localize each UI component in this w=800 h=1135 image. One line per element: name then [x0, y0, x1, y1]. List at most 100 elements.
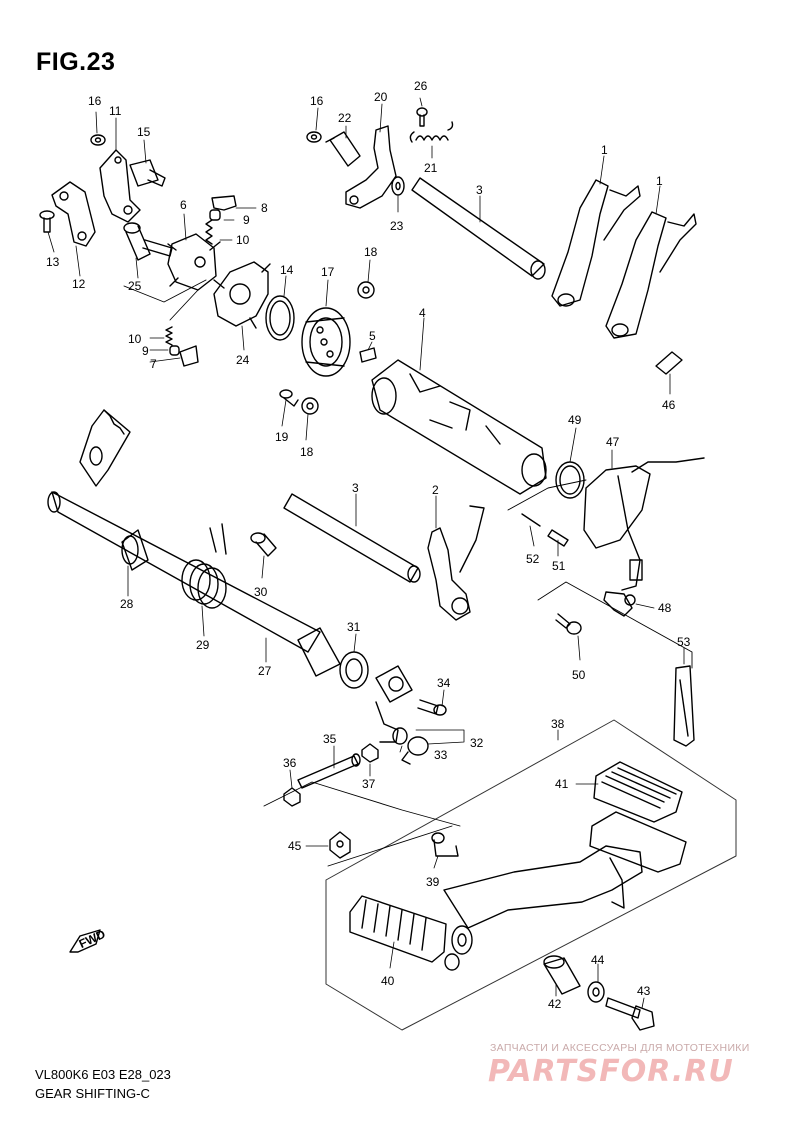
callout-2: 2 — [432, 483, 439, 497]
washer-18 — [357, 281, 375, 299]
callout-15: 15 — [137, 125, 151, 139]
gearshift-shaft-27 — [47, 491, 341, 677]
bolt-50 — [555, 613, 582, 635]
washer-16 — [90, 134, 106, 146]
bolt-34 — [417, 699, 447, 716]
callout-21: 21 — [424, 161, 438, 175]
callout-18a: 18 — [364, 245, 378, 259]
washer-44 — [587, 981, 605, 1003]
callout-51: 51 — [552, 559, 566, 573]
shift-cam-24 — [213, 261, 271, 329]
bolt-30 — [250, 532, 277, 557]
nut-36 — [283, 787, 301, 807]
callout-9b: 9 — [142, 344, 149, 358]
callout-30: 30 — [254, 585, 268, 599]
callout-9: 9 — [243, 213, 250, 227]
callout-17: 17 — [321, 265, 335, 279]
assembly-guide-lines — [123, 279, 693, 867]
shift-fork-1a — [551, 179, 641, 307]
pin-9b — [169, 345, 180, 356]
toe-pedal-plate — [589, 811, 687, 873]
stud-22 — [325, 131, 361, 167]
gearshift-shaft-arm — [79, 409, 131, 487]
o-ring-49 — [555, 461, 585, 499]
callout-26: 26 — [414, 79, 428, 93]
nut-37 — [361, 743, 379, 763]
spring-52 — [521, 513, 541, 527]
watermark-logo: PARTSFOR.RU — [488, 1054, 734, 1089]
pin-9 — [209, 209, 221, 221]
gear-indicator-bracket-53 — [673, 665, 695, 747]
callout-49: 49 — [568, 413, 582, 427]
callout-39: 39 — [426, 875, 440, 889]
heel-rubber-40 — [349, 895, 447, 963]
callout-41: 41 — [555, 777, 569, 791]
callout-25: 25 — [128, 279, 142, 293]
oil-seal-28 — [121, 529, 149, 571]
callout-48: 48 — [658, 601, 672, 615]
spring-21 — [409, 121, 454, 143]
callout-1b: 1 — [656, 174, 663, 188]
callout-47: 47 — [606, 435, 620, 449]
callout-29: 29 — [196, 638, 210, 652]
o-ring-14 — [265, 295, 295, 341]
callout-23: 23 — [390, 219, 404, 233]
callout-34: 34 — [437, 676, 451, 690]
washer-16b — [306, 131, 322, 143]
pawl-7 — [179, 345, 199, 367]
washer-23 — [391, 176, 405, 196]
callout-53: 53 — [677, 635, 691, 649]
callout-44: 44 — [591, 953, 605, 967]
gear-position-switch-47 — [583, 457, 705, 591]
callout-24: 24 — [236, 353, 250, 367]
callout-31: 31 — [347, 620, 361, 634]
bolt-25 — [123, 222, 173, 261]
callout-37: 37 — [362, 777, 376, 791]
oil-seal-31 — [339, 651, 369, 689]
pin-51 — [547, 529, 569, 547]
callout-16b: 16 — [310, 94, 324, 108]
callout-19: 19 — [275, 430, 289, 444]
shift-fork-2 — [427, 505, 485, 621]
callout-6: 6 — [180, 198, 187, 212]
shift-arm-plate — [51, 181, 96, 247]
callout-4: 4 — [419, 306, 426, 320]
figure-code: VL800K6 E03 E28_023 — [35, 1067, 171, 1082]
callout-27: 27 — [258, 664, 272, 678]
fwd-arrow-icon — [69, 929, 101, 953]
leader-lines — [47, 97, 685, 1009]
fwd-badge-label: FWD — [77, 927, 108, 951]
screw-26 — [416, 107, 428, 127]
washer-18b — [301, 397, 319, 415]
screw-19 — [279, 389, 299, 407]
callout-33: 33 — [434, 748, 448, 762]
callout-7: 7 — [150, 357, 157, 371]
stopper-arm-11 — [99, 149, 141, 223]
sensor-48 — [603, 591, 636, 617]
pedal-group-outline-38 — [325, 719, 737, 1031]
callout-36: 36 — [283, 756, 297, 770]
stud-15 — [129, 159, 166, 187]
gearshift-cam-drum-4 — [371, 359, 547, 495]
pawl-8 — [211, 195, 237, 211]
shift-fork-shaft-3-bottom — [283, 493, 421, 583]
spring-10b — [165, 326, 173, 346]
callout-40: 40 — [381, 974, 395, 988]
callout-52: 52 — [526, 552, 540, 566]
callout-13: 13 — [46, 255, 60, 269]
callout-32: 32 — [470, 736, 484, 750]
pin-46 — [655, 351, 683, 375]
pedal-lever — [443, 845, 643, 971]
bolt-39 — [431, 832, 459, 857]
callout-10: 10 — [236, 233, 250, 247]
bearing-17 — [301, 307, 351, 377]
callout-5: 5 — [369, 329, 376, 343]
callout-35: 35 — [323, 732, 337, 746]
callout-1a: 1 — [601, 143, 608, 157]
watermark-text: ЗАПЧАСТИ И АКСЕССУАРЫ ДЛЯ МОТОТЕХНИКИ — [490, 1042, 750, 1054]
rod-35 — [297, 753, 361, 789]
shift-lever-joint — [375, 665, 413, 743]
callout-45: 45 — [288, 839, 302, 853]
